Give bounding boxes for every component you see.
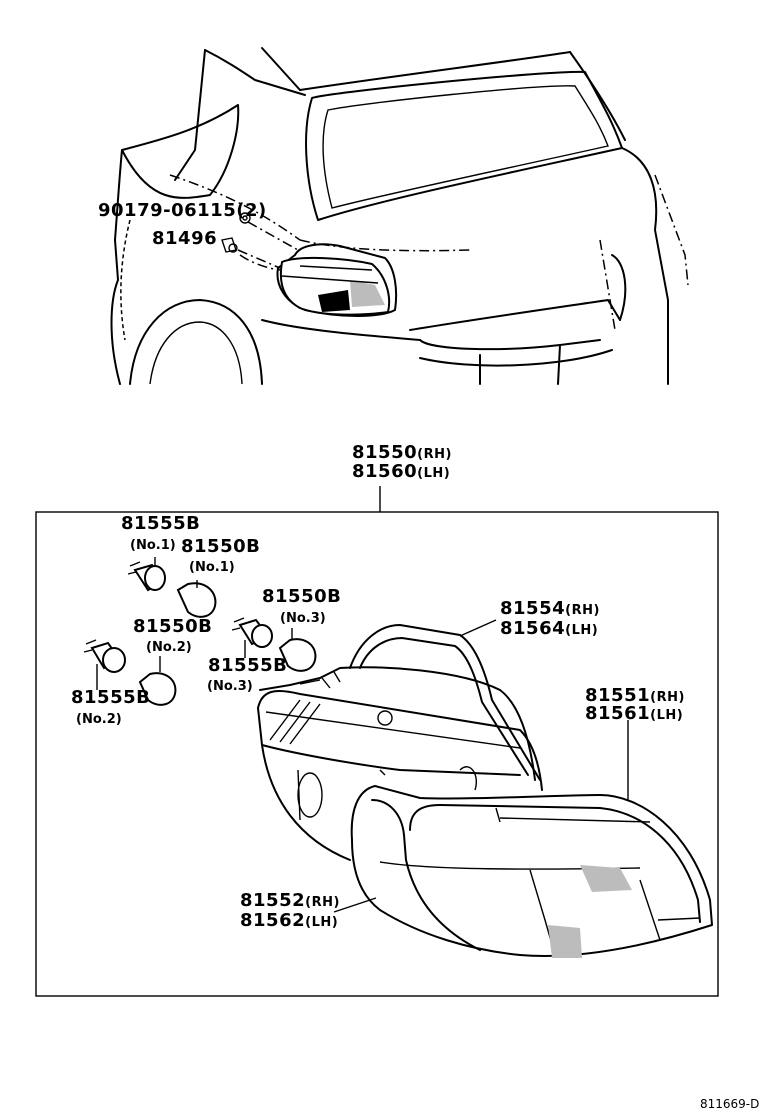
lamp-housing-icon <box>257 666 543 861</box>
clip-leader-line <box>237 249 281 269</box>
gasket-lh-number: 81564 <box>500 618 566 639</box>
bulb-no1-number: (No.1) <box>189 560 235 575</box>
assembly-lh-side: (LH) <box>417 466 451 481</box>
socket-no2-label: 81555B <box>71 687 151 708</box>
lens-rh-number: 81551 <box>585 685 651 706</box>
bulb-no2-icon <box>138 672 177 706</box>
bolt-part-number: 90179-06115 <box>98 200 237 221</box>
lens-lh-number: 81561 <box>585 703 651 724</box>
assembly-rh-label: 81550(RH) <box>352 444 452 464</box>
assembly-rh-side: (RH) <box>417 447 452 462</box>
lamp-lens-icon <box>350 785 713 958</box>
exploded-view-frame <box>35 511 719 997</box>
lens-lh-side: (LH) <box>650 708 684 723</box>
gasket-leader <box>459 619 497 637</box>
bulb-no3-number: (No.3) <box>280 611 326 626</box>
housing-leader <box>333 897 377 913</box>
nut-icon <box>239 212 251 224</box>
bulb-no1-label: 81550B <box>181 536 261 557</box>
gasket-rh-number: 81554 <box>500 598 566 619</box>
housing-lh-number: 81562 <box>240 910 306 931</box>
gasket-icon <box>349 624 541 781</box>
housing-rh-label: 81552(RH) <box>240 892 340 912</box>
gasket-lh-side: (LH) <box>565 623 599 638</box>
socket-no2-icon <box>83 639 126 673</box>
bolt-leader-line <box>247 221 299 251</box>
housing-rh-number: 81552 <box>240 890 306 911</box>
clip-part-label: 81496 <box>152 228 218 249</box>
bolt-part-label: 90179-06115(2) <box>98 202 267 220</box>
lens-rh-label: 81551(RH) <box>585 687 685 707</box>
socket-no2-number: (No.2) <box>76 712 122 727</box>
bulb-no2-number: (No.2) <box>146 640 192 655</box>
lens-lh-label: 81561(LH) <box>585 705 683 725</box>
assembly-rh-number: 81550 <box>352 442 418 463</box>
housing-rh-side: (RH) <box>305 895 340 910</box>
socket-no1-number: (No.1) <box>130 538 176 553</box>
lens-rh-side: (RH) <box>650 690 685 705</box>
gasket-rh-label: 81554(RH) <box>500 600 600 620</box>
gasket-lh-label: 81564(LH) <box>500 620 598 640</box>
housing-lh-side: (LH) <box>305 915 339 930</box>
assembly-lh-label: 81560(LH) <box>352 463 450 483</box>
assembly-lh-number: 81560 <box>352 461 418 482</box>
socket-no1-label: 81555B <box>121 513 201 534</box>
clip-icon <box>221 237 238 253</box>
vehicle-rear-outline <box>110 47 689 385</box>
bulb-no3-icon <box>278 638 317 672</box>
socket-no1-icon <box>127 561 166 592</box>
bulb-no1-icon <box>176 582 217 618</box>
figure-code: 811669-D <box>700 1097 760 1111</box>
socket-no3-icon <box>231 617 273 648</box>
gasket-rh-side: (RH) <box>565 603 600 618</box>
bulb-no3-label: 81550B <box>262 586 342 607</box>
socket-no3-label: 81555B <box>208 655 288 676</box>
housing-lh-label: 81562(LH) <box>240 912 338 932</box>
bulb-no2-label: 81550B <box>133 616 213 637</box>
socket-no3-number: (No.3) <box>207 679 253 694</box>
bolt-quantity: (2) <box>236 200 267 221</box>
